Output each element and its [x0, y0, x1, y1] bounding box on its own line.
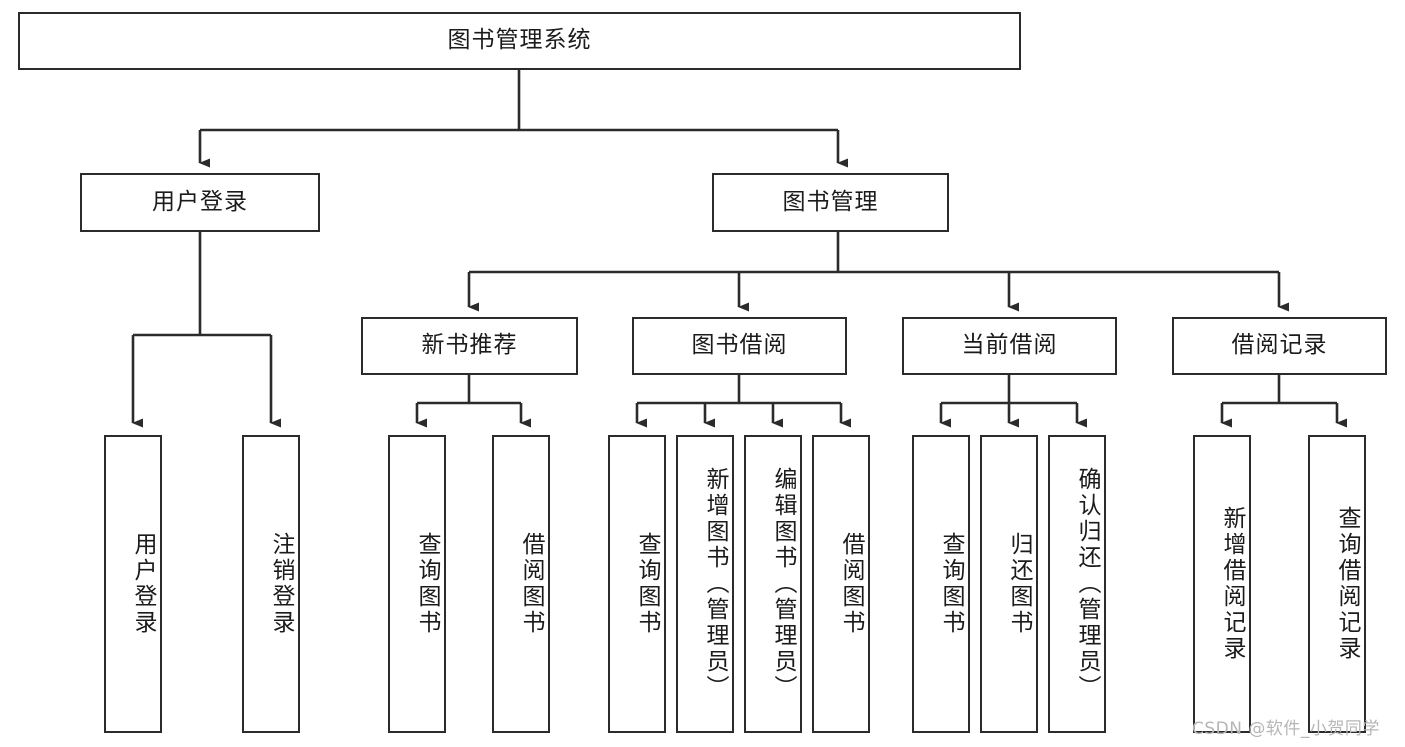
node-label: 注销登录: [268, 532, 294, 636]
leaf-borrow-query-book[interactable]: 查询图书: [608, 435, 666, 733]
leaf-current-confirm-return-admin[interactable]: 确认归还（管理员）: [1048, 435, 1106, 733]
node-label: 新书推荐: [421, 332, 518, 359]
leaf-user-login-logout[interactable]: 注销登录: [242, 435, 300, 733]
node-label: 用户登录: [130, 532, 156, 636]
node-label: 查询图书: [938, 532, 964, 636]
leaf-user-login-login[interactable]: 用户登录: [104, 435, 162, 733]
node-new-book-recommend[interactable]: 新书推荐: [361, 317, 578, 375]
node-label: 确认归还（管理员）: [1074, 467, 1100, 701]
leaf-recommend-borrow-book[interactable]: 借阅图书: [492, 435, 550, 733]
node-label: 借阅图书: [518, 532, 544, 636]
leaf-record-add-record[interactable]: 新增借阅记录: [1193, 435, 1251, 733]
leaf-borrow-add-book-admin[interactable]: 新增图书（管理员）: [676, 435, 734, 733]
node-label: 查询图书: [414, 532, 440, 636]
node-label: 当前借阅: [961, 332, 1058, 359]
node-label: 图书管理: [782, 188, 879, 215]
leaf-recommend-query-book[interactable]: 查询图书: [388, 435, 446, 733]
leaf-borrow-borrow-book[interactable]: 借阅图书: [812, 435, 870, 733]
node-label: 编辑图书（管理员）: [770, 467, 796, 701]
node-label: 借阅图书: [838, 532, 864, 636]
leaf-record-query-record[interactable]: 查询借阅记录: [1308, 435, 1366, 733]
node-label: 新增借阅记录: [1219, 506, 1245, 662]
node-borrow-record[interactable]: 借阅记录: [1172, 317, 1387, 375]
leaf-borrow-edit-book-admin[interactable]: 编辑图书（管理员）: [744, 435, 802, 733]
node-current-borrow[interactable]: 当前借阅: [902, 317, 1117, 375]
node-label: 归还图书: [1006, 532, 1032, 636]
node-label: 图书借阅: [691, 332, 788, 359]
node-label: 查询借阅记录: [1334, 506, 1360, 662]
node-label: 用户登录: [152, 188, 248, 215]
node-label: 新增图书（管理员）: [702, 467, 728, 701]
node-label: 借阅记录: [1231, 332, 1328, 359]
node-book-borrow[interactable]: 图书借阅: [632, 317, 847, 375]
node-book-management-system[interactable]: 图书管理系统: [18, 12, 1021, 70]
node-label: 查询图书: [634, 532, 660, 636]
csdn-watermark: CSDN @软件_小贺同学: [1192, 719, 1380, 739]
leaf-current-query-book[interactable]: 查询图书: [912, 435, 970, 733]
node-label: 图书管理系统: [447, 27, 592, 54]
node-user-login[interactable]: 用户登录: [80, 173, 320, 232]
node-book-management[interactable]: 图书管理: [712, 173, 949, 232]
leaf-current-return-book[interactable]: 归还图书: [980, 435, 1038, 733]
